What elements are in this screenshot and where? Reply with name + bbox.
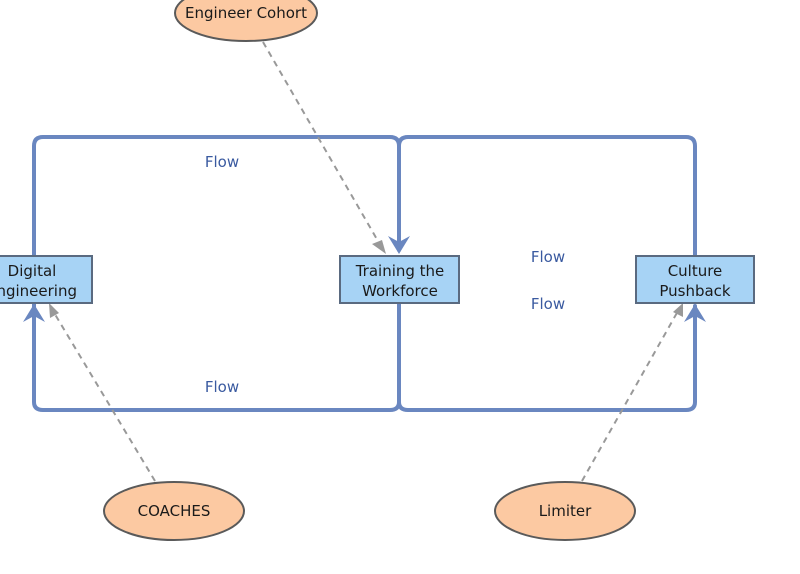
- dashed-links: [52, 41, 679, 482]
- arrowhead-into-digital: [23, 304, 45, 322]
- dashed-arrowhead-training: [372, 240, 386, 254]
- stock-label-line-1: Digital: [8, 262, 57, 280]
- aux-ellipse: [103, 481, 245, 541]
- link-coaches-to-digital: [52, 310, 156, 482]
- stock-label-line-2: Workforce: [362, 282, 438, 300]
- aux-label: Limiter: [539, 502, 592, 520]
- link-cohort-to-training: [262, 41, 383, 249]
- aux-coaches[interactable]: COACHES: [103, 481, 245, 541]
- aux-ellipse: [494, 481, 636, 541]
- arrowhead-into-culture: [684, 304, 706, 322]
- flow-label-bottom-left: Flow: [205, 378, 239, 396]
- aux-ellipse: [174, 0, 318, 42]
- dashed-arrowhead-digital: [49, 303, 59, 318]
- stock-box: [339, 255, 460, 304]
- dashed-arrowhead-culture: [673, 303, 683, 317]
- aux-label: Engineer Cohort: [185, 4, 307, 22]
- stock-training-workforce[interactable]: Training the Workforce: [339, 255, 460, 304]
- stock-culture-pushback[interactable]: Culture Pushback: [635, 255, 755, 304]
- stock-digital-engineering[interactable]: Digital Engineering: [0, 255, 93, 304]
- flow-loop-right: [397, 135, 697, 412]
- aux-label: COACHES: [138, 502, 211, 520]
- arrowhead-into-training: [388, 236, 410, 254]
- flow-path-right: [397, 135, 697, 258]
- flow-label-right-upper: Flow: [531, 248, 565, 266]
- flow-label-top-left: Flow: [205, 153, 239, 171]
- stock-label-line-1: Training the: [355, 262, 445, 280]
- link-limiter-to-culture: [581, 310, 679, 482]
- stock-box: [0, 255, 93, 304]
- flow-label-right-lower: Flow: [531, 295, 565, 313]
- flow-path-right-bottom: [397, 304, 697, 412]
- aux-limiter[interactable]: Limiter: [494, 481, 636, 541]
- stock-label-line-2: Pushback: [659, 282, 731, 300]
- stock-box: [635, 255, 755, 304]
- stock-label-line-2: Engineering: [0, 282, 77, 300]
- aux-engineer-cohort[interactable]: Engineer Cohort: [174, 0, 318, 42]
- stock-label-line-1: Culture: [668, 262, 723, 280]
